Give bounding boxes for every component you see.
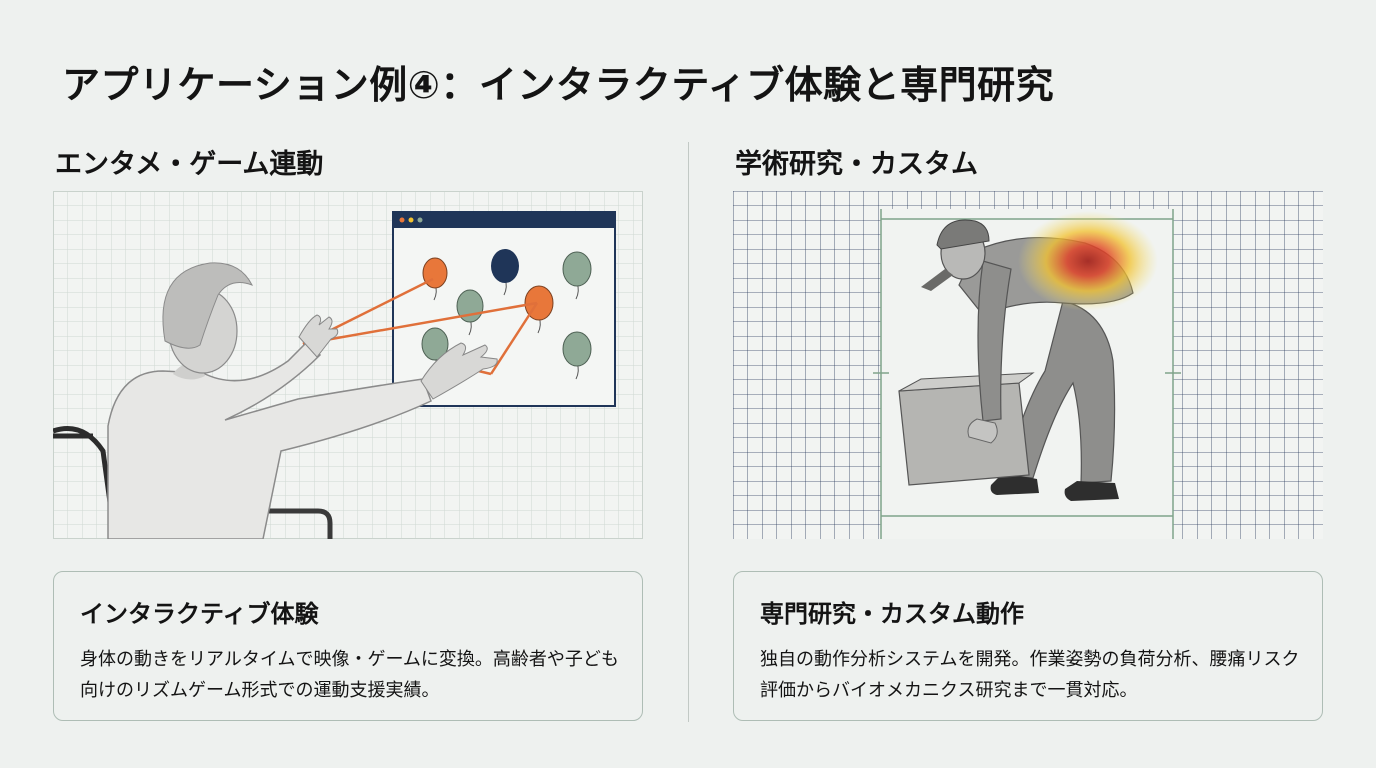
card-description: 身体の動きをリアルタイムで映像・ゲームに変換。高齢者や子ども向けのリズムゲーム形… (80, 649, 619, 701)
interactive-experience-card: インタラクティブ体験 身体の動きをリアルタイムで映像・ゲームに変換。高齢者や子ど… (53, 571, 643, 721)
card-title: インタラクティブ体験 (80, 600, 319, 628)
worker-figure (898, 219, 1134, 501)
balloon-icon (491, 249, 519, 296)
right-section-heading: 学術研究・カスタム (735, 149, 978, 180)
entertainment-illustration (53, 191, 643, 539)
research-illustration (733, 191, 1323, 539)
balloon-icon (562, 331, 592, 380)
custom-research-card: 専門研究・カスタム動作 独自の動作分析システムを開発。作業姿勢の負荷分析、腰痛リ… (733, 571, 1323, 721)
elderly-player-figure (53, 262, 498, 539)
lower-back-heatmap (1018, 211, 1158, 311)
page-title: アプリケーション例④：インタラクティブ体験と専門研究 (62, 63, 1055, 107)
balloon-icon (562, 251, 592, 300)
left-section-heading: エンタメ・ゲーム連動 (55, 149, 324, 180)
card-title: 専門研究・カスタム動作 (760, 600, 1024, 628)
analysis-frame (873, 209, 1181, 539)
card-description: 独自の動作分析システムを開発。作業姿勢の負荷分析、腰痛リスク評価からバイオメカニ… (760, 649, 1300, 701)
column-divider (688, 142, 689, 722)
